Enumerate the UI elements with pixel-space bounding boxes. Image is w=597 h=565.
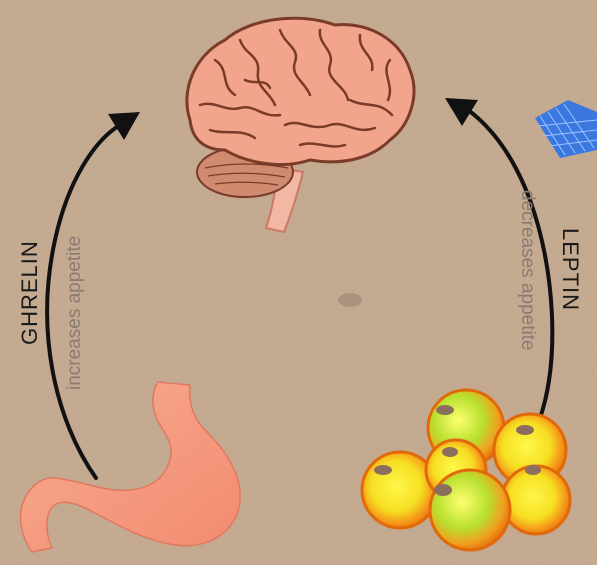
ghrelin-effect-label: increases appetite [64,236,85,390]
fat-cell [502,465,570,534]
fat-cell [430,470,510,550]
ghrelin-label: GHRELIN [17,240,42,345]
leptin-label: LEPTIN [558,228,583,311]
background-speck [338,293,362,307]
leptin-effect-label: decreases appetite [517,190,538,351]
